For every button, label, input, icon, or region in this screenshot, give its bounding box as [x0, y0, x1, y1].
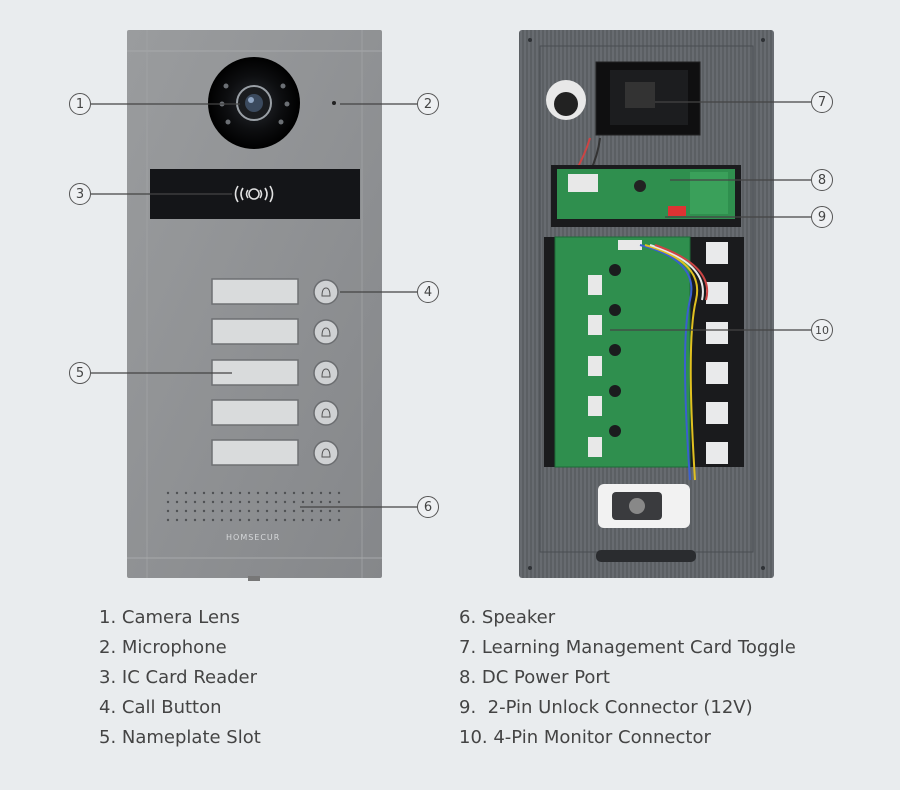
legend-item-camera-lens: 1. Camera Lens: [99, 607, 240, 628]
legend-item-card-reader: 3. IC Card Reader: [99, 667, 258, 688]
callout-9: 9: [811, 206, 833, 228]
callout-1: 1: [69, 93, 91, 115]
nameplate-slots: [211, 278, 299, 466]
callout-10: 10: [811, 319, 833, 341]
callout-5: 5: [69, 362, 91, 384]
legend-item-unlock-connector: 9. 2-Pin Unlock Connector (12V): [459, 697, 753, 718]
legend-item-microphone: 2. Microphone: [99, 637, 227, 658]
brand-logo: HOMSECUR: [226, 533, 281, 542]
callout-6: 6: [417, 496, 439, 518]
legend-right: 6. Speaker 7. Learning Management Card T…: [459, 603, 796, 753]
legend-item-speaker: 6. Speaker: [459, 607, 556, 628]
legend-item-nameplate-slot: 5. Nameplate Slot: [99, 727, 261, 748]
legend-item-dc-power-port: 8. DC Power Port: [459, 667, 610, 688]
legend-item-monitor-connector: 10. 4-Pin Monitor Connector: [459, 727, 711, 748]
rear-speaker: [598, 484, 690, 528]
camera-lens: [208, 57, 300, 149]
callout-4: 4: [417, 281, 439, 303]
callout-2: 2: [417, 93, 439, 115]
leader-lines: [91, 101, 811, 508]
power-board: [551, 165, 741, 227]
legend-item-call-button: 4. Call Button: [99, 697, 222, 718]
signal-board: [544, 236, 744, 481]
callout-7: 7: [811, 91, 833, 113]
legend-left: 1. Camera Lens 2. Microphone 3. IC Card …: [99, 603, 261, 753]
callout-8: 8: [811, 169, 833, 191]
call-buttons: [313, 279, 339, 466]
legend-item-card-toggle: 7. Learning Management Card Toggle: [459, 637, 796, 658]
microphone-hole: [332, 101, 336, 105]
callout-3: 3: [69, 183, 91, 205]
speaker-grille: [166, 491, 341, 522]
